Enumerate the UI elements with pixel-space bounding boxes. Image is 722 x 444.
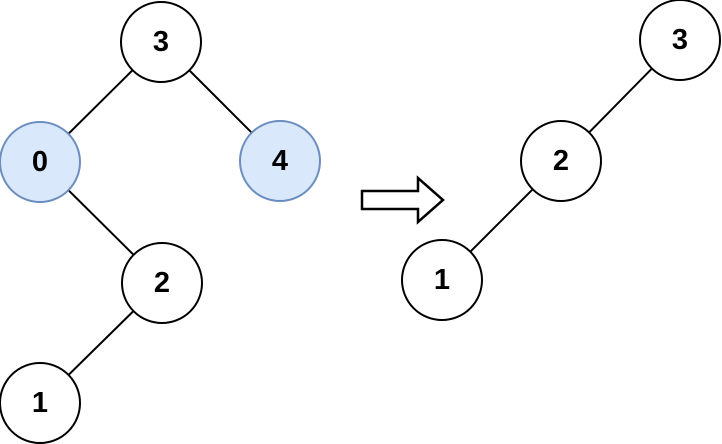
tree-node: [401, 239, 483, 321]
tree-node-label: 1: [434, 264, 450, 296]
tree-node: [639, 0, 721, 81]
transform-arrow-icon: [360, 175, 445, 225]
tree-node-label: 2: [154, 267, 170, 299]
tree-node: [0, 121, 81, 203]
tree-node: [120, 1, 202, 83]
tree-node: [121, 242, 203, 324]
tree-node-label: 1: [32, 387, 48, 419]
tree-node: [239, 120, 321, 202]
tree-node-label: 0: [32, 146, 48, 178]
tree-node-label: 4: [272, 145, 288, 177]
tree-node: [0, 362, 81, 444]
tree-node-label: 3: [672, 24, 688, 56]
tree-node-label: 2: [553, 145, 569, 177]
tree-node-label: 3: [153, 26, 169, 58]
tree-node: [520, 120, 602, 202]
